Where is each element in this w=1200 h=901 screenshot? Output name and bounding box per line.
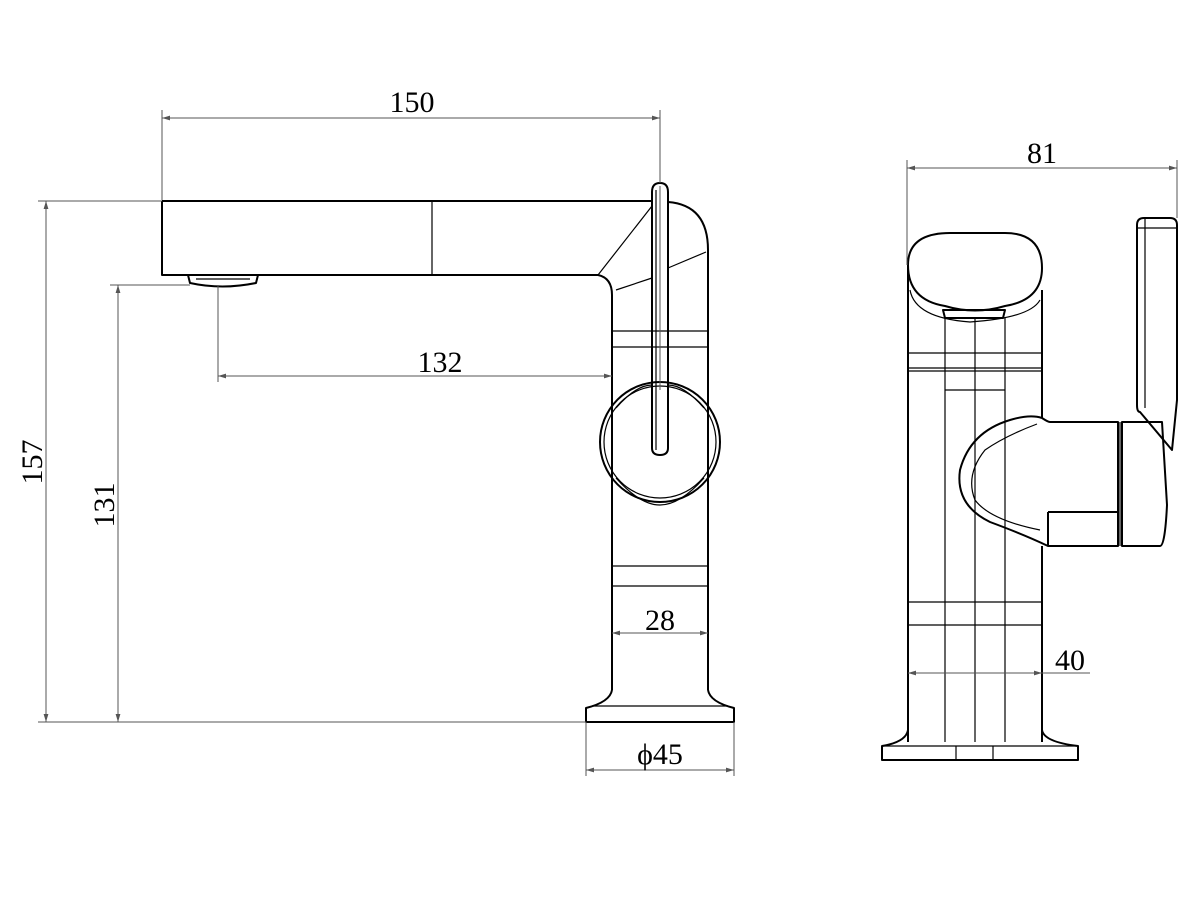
- dimension-label: ϕ45: [637, 738, 683, 771]
- handle-disc: [599, 381, 721, 506]
- dimension-28: 28: [612, 604, 708, 637]
- base: [585, 689, 735, 723]
- spout: [161, 200, 653, 296]
- front-view: 150 132 157 131 28 ϕ45: [16, 86, 735, 776]
- dimension-150: 150: [161, 86, 661, 200]
- dimension-diameter-45: ϕ45: [585, 722, 735, 776]
- side-view: 81 40: [881, 137, 1178, 761]
- aerator: [187, 274, 259, 288]
- faucet-body: [611, 201, 709, 690]
- dimension-label: 157: [16, 440, 49, 485]
- dimension-label: 131: [88, 483, 121, 528]
- side-lever: [1136, 217, 1178, 451]
- side-body: [907, 265, 1043, 742]
- handle-stem: [958, 415, 1168, 547]
- spout-head: [907, 232, 1043, 323]
- dimension-131: 131: [88, 284, 190, 722]
- dimension-40: 40: [908, 644, 1090, 677]
- dimension-label: 132: [418, 346, 463, 379]
- side-base: [881, 729, 1079, 761]
- dimension-label: 150: [390, 86, 435, 119]
- lever-handle: [651, 182, 669, 456]
- dimension-157: 157: [16, 200, 162, 722]
- dimension-label: 40: [1055, 644, 1085, 677]
- dimension-label: 81: [1027, 137, 1057, 170]
- dimension-132: 132: [217, 285, 612, 382]
- dimension-label: 28: [645, 604, 675, 637]
- dimension-81: 81: [906, 137, 1178, 265]
